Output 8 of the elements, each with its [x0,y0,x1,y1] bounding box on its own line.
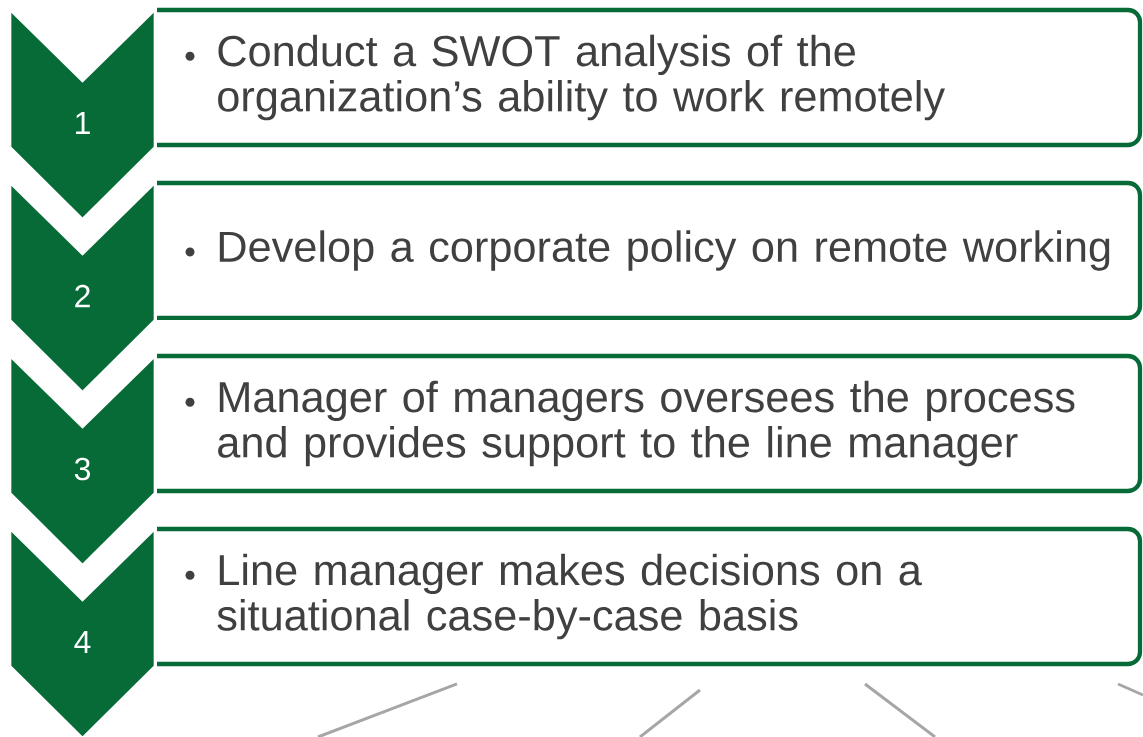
step-box: Line manager makes decisions on a situational case-by-case basis [157,526,1143,667]
node-label: Manager of managers oversees the process and provides support to the line manager [218,380,1075,467]
step-box: Develop a corporate policy on remote working [157,180,1143,321]
node-label: Line manager makes decisions on a situational case-by-case basis [217,553,922,640]
step-box: Conduct a SWOT analysis of the organization’s ability to work remotely [157,7,1143,148]
node-label: Develop a corporate policy on remote working [219,230,1110,271]
step-box: Manager of managers oversees the process and provides support to the line manager [157,353,1143,494]
node-label: Conduct a SWOT analysis of the organization’s ability to work remotely [218,34,945,121]
